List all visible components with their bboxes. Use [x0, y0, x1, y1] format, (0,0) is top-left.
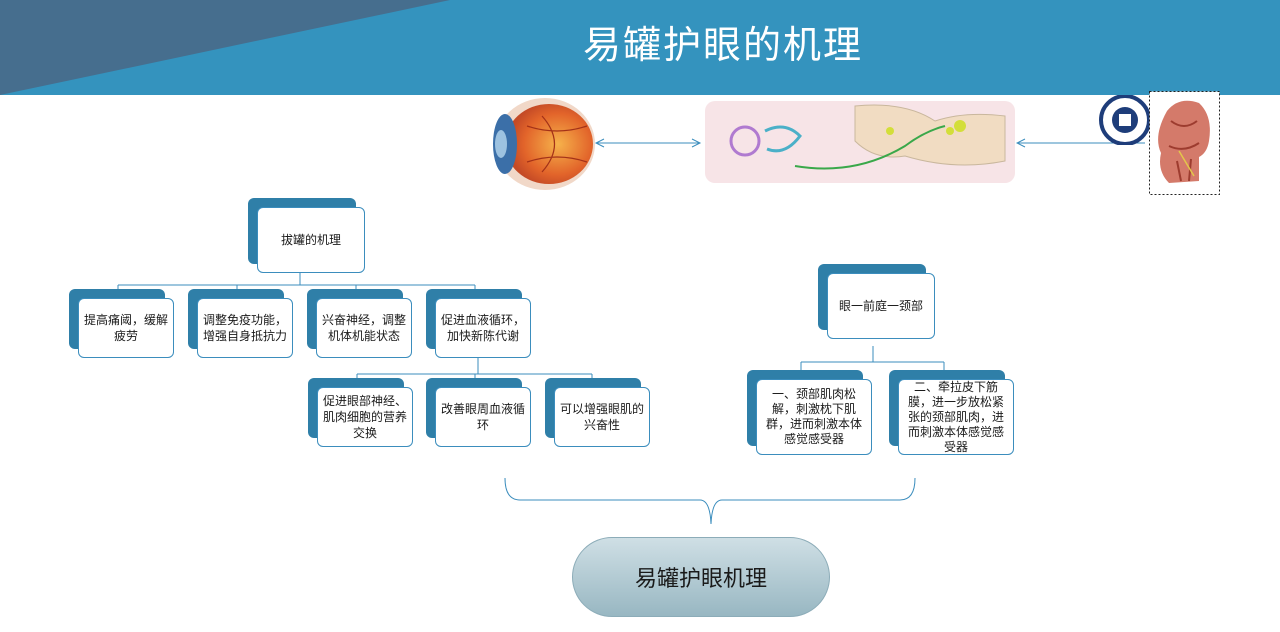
node-label: 调整免疫功能，增强自身抵抗力	[197, 298, 293, 358]
node-label: 可以增强眼肌的兴奋性	[554, 387, 650, 447]
node-label: 眼一前庭一颈部	[827, 273, 935, 339]
node-label: 一、颈部肌肉松解，刺激枕下肌群，进而刺激本体感觉感受器	[756, 379, 872, 455]
conclusion-pill: 易罐护眼机理	[572, 537, 830, 617]
node-label: 兴奋神经，调整机体机能状态	[316, 298, 412, 358]
title-banner: 易罐护眼的机理	[0, 0, 1280, 95]
vestibular-pathway-image	[705, 101, 1015, 183]
banner-accent	[0, 0, 450, 95]
node-label: 提高痛阈，缓解疲劳	[78, 298, 174, 358]
page-title: 易罐护眼的机理	[583, 23, 864, 67]
eyeball-anatomy-image	[493, 98, 595, 190]
node-label: 改善眼周血液循环	[435, 387, 531, 447]
node-label: 促进血液循环，加快新陈代谢	[435, 298, 531, 358]
node-label: 促进眼部神经、肌肉细胞的营养交换	[317, 387, 413, 447]
head-neck-anatomy-image	[1149, 91, 1220, 195]
node-label: 拔罐的机理	[257, 207, 365, 273]
node-label: 二、牵拉皮下筋膜，进一步放松紧张的颈部肌肉，进而刺激本体感觉感受器	[898, 379, 1014, 455]
institution-seal-logo	[1099, 95, 1150, 145]
